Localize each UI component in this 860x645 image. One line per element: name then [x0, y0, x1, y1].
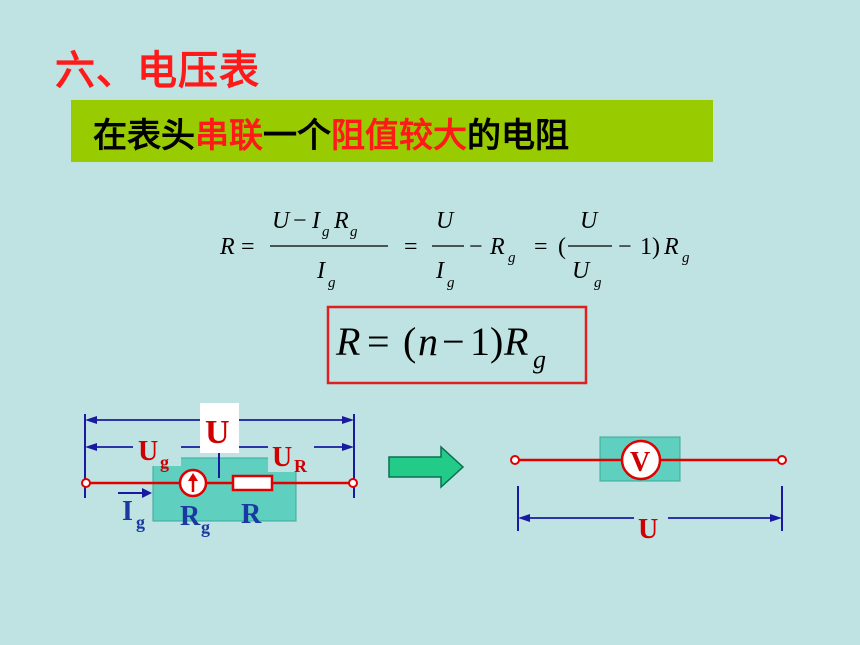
f3-num-U: U	[580, 208, 599, 234]
banner-part-3: 一个	[263, 116, 331, 156]
f1-den-I-sub: g	[328, 275, 336, 291]
slide-title: 六、电压表	[55, 48, 260, 94]
terminal-left	[81, 478, 91, 488]
left-circuit: U U g U R I g R g R	[81, 403, 358, 537]
bf-n: n	[418, 319, 438, 364]
right-U-label-bg	[634, 505, 668, 539]
f2-eq: =	[404, 234, 418, 260]
f3-den-U-sub: g	[594, 275, 602, 291]
banner-part-2: 串联	[195, 116, 263, 156]
f3-rparen: )	[652, 234, 660, 260]
f1-R: R	[219, 234, 235, 260]
galvanometer-needle-head	[188, 473, 198, 481]
f3-den-U: U	[572, 258, 591, 284]
R-label: R	[241, 499, 262, 530]
f3-minus: −	[618, 234, 632, 260]
f3-one: 1	[640, 234, 652, 260]
formula-derivation: R = U − I g R g I g = U I g − R g = ( U …	[219, 208, 690, 291]
f1-num-U: U	[272, 208, 291, 234]
f2-R-sub: g	[508, 250, 516, 266]
U-label-box	[200, 403, 239, 453]
split-dim-arrow-right	[342, 443, 354, 451]
f2-den-I: I	[435, 258, 445, 284]
f1-num-I: I	[311, 208, 321, 234]
U-dim-arrow-left	[85, 416, 97, 424]
f2-num-U: U	[436, 208, 455, 234]
bf-lparen: (	[403, 319, 416, 364]
f2-minus: −	[469, 234, 483, 260]
U-dim-arrow-right	[342, 416, 354, 424]
U-label: U	[205, 414, 230, 451]
bf-rparen: )	[490, 319, 503, 364]
banner-text: 在表头串联一个阻值较大的电阻	[93, 108, 569, 157]
resistor-icon	[231, 474, 274, 492]
voltmeter-icon	[620, 439, 662, 481]
bf-minus: −	[442, 319, 465, 364]
Rg-label-sub: g	[201, 517, 210, 537]
right-terminal-left	[510, 455, 520, 465]
bf-one: 1	[470, 319, 490, 364]
f1-num-minus: −	[293, 208, 307, 234]
f2-den-I-sub: g	[447, 275, 455, 291]
UR-label-bg	[268, 438, 314, 472]
f1-den-I: I	[316, 258, 326, 284]
right-dim-arrow-left	[518, 514, 530, 522]
bf-R2: R	[503, 319, 528, 364]
f3-eq: =	[534, 234, 548, 260]
f3-lparen: (	[558, 234, 566, 260]
transform-arrow-icon	[388, 445, 465, 489]
f3-R-sub: g	[682, 250, 690, 266]
UR-label: U	[272, 442, 292, 473]
boxed-formula-frame	[326, 305, 588, 385]
right-terminal-right	[777, 455, 787, 465]
terminal-right	[348, 478, 358, 488]
right-dim-arrow-right	[770, 514, 782, 522]
f1-num-R-sub: g	[350, 224, 358, 240]
split-dim-arrow-left	[85, 443, 97, 451]
right-U-label: U	[638, 514, 658, 545]
bf-R2-sub: g	[533, 345, 546, 374]
bf-R: R	[335, 319, 360, 364]
f1-eq: =	[241, 234, 255, 260]
banner-part-1: 在表头	[93, 116, 195, 156]
UR-label-sub: R	[294, 456, 308, 476]
Rg-label: R	[180, 501, 201, 532]
boxed-formula: R = ( n − 1 ) R g	[335, 319, 546, 374]
Ig-label-sub: g	[136, 512, 145, 532]
Ug-label: U	[138, 436, 158, 467]
f2-R: R	[489, 234, 505, 260]
bf-eq: =	[367, 319, 390, 364]
Ug-label-bg	[133, 432, 181, 466]
banner-part-5: 的电阻	[467, 116, 569, 156]
right-circuit: V U	[510, 436, 787, 545]
Ig-label: I	[122, 496, 133, 527]
current-arrow-head	[142, 488, 152, 498]
f1-num-I-sub: g	[322, 224, 330, 240]
Ug-label-sub: g	[160, 452, 169, 472]
f1-num-R: R	[333, 208, 349, 234]
voltmeter-label: V	[630, 447, 650, 478]
f3-R: R	[663, 234, 679, 260]
banner: 在表头串联一个阻值较大的电阻	[71, 100, 713, 162]
banner-part-4: 阻值较大	[331, 116, 467, 156]
